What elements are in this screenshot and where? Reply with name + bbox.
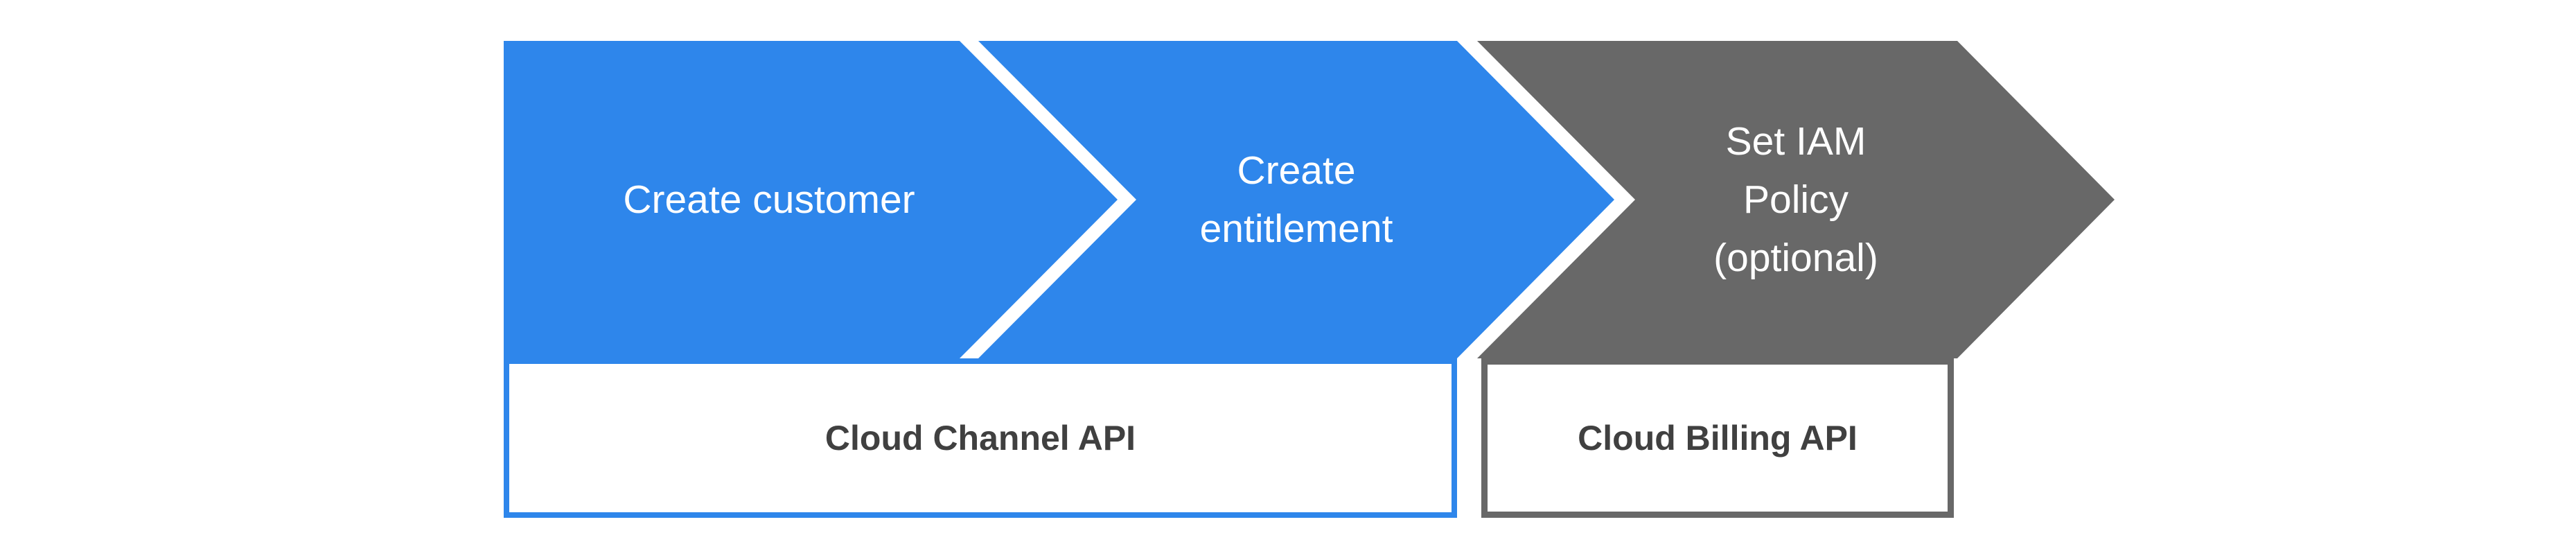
api-box-cloud-billing: Cloud Billing API (1481, 358, 1954, 518)
step-label-create-entitlement-line1: Create (1237, 148, 1356, 193)
step-arrow-set-iam-policy: Set IAM Policy (optional) (1477, 41, 2115, 358)
step-label-set-iam-policy-line3: (optional) (1713, 236, 1878, 280)
api-label-cloud-billing: Cloud Billing API (1578, 419, 1858, 458)
step-label-create-entitlement-line2: entitlement (1199, 207, 1393, 251)
api-box-cloud-channel: Cloud Channel API (504, 358, 1457, 518)
step-arrow-create-customer: Create customer (504, 41, 1118, 358)
step-label-set-iam-policy-line1: Set IAM (1725, 119, 1867, 164)
step-label-set-iam-policy-line2: Policy (1743, 177, 1849, 222)
step-label-create-customer: Create customer (623, 177, 915, 222)
api-label-cloud-channel: Cloud Channel API (824, 419, 1136, 458)
